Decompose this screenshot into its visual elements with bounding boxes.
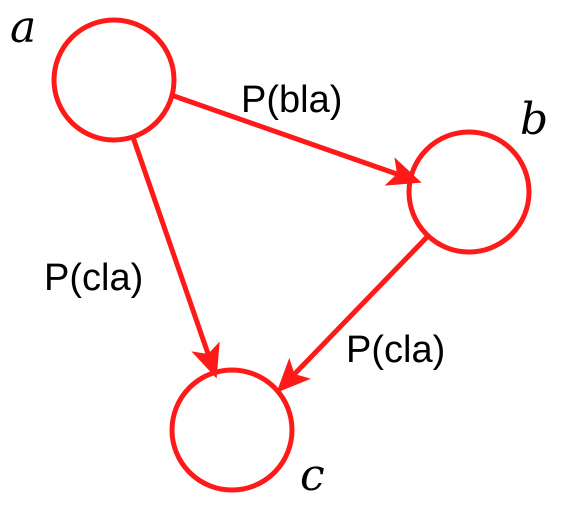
node-a-label: a (10, 2, 36, 53)
edge-a-to-c-label: P(cla) (44, 257, 143, 299)
node-c-label: c (300, 450, 325, 501)
edge-b-to-c-label: P(cla) (346, 329, 445, 371)
node-a-circle (51, 17, 177, 143)
edge-b-to-c (276, 233, 431, 393)
edge-a-to-b (171, 93, 422, 186)
edge-a-to-c (131, 137, 220, 379)
edge-a-to-b-label: P(bla) (241, 79, 342, 121)
node-b-circle (406, 129, 532, 255)
node-c-circle (169, 367, 295, 493)
node-b-label: b (520, 94, 548, 145)
